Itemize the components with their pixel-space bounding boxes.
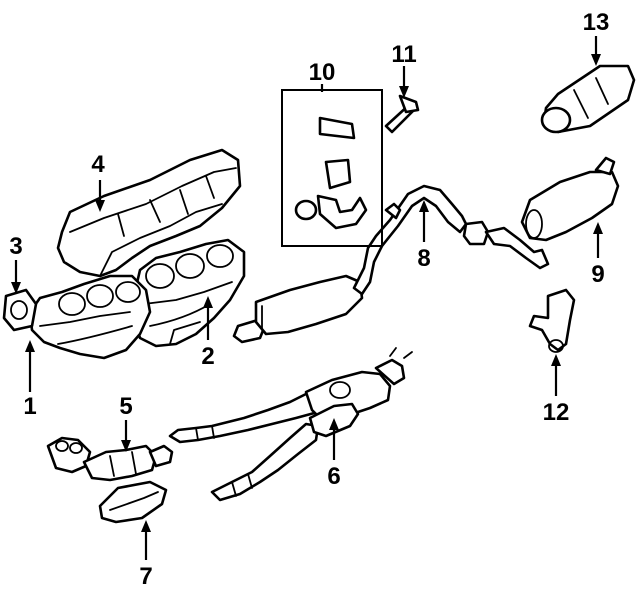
part-exhaust-tip bbox=[540, 64, 636, 134]
callout-1: 1 bbox=[23, 393, 36, 420]
callout-3: 3 bbox=[9, 233, 22, 260]
part-left-manifold bbox=[28, 274, 152, 360]
part-front-pipe bbox=[46, 436, 174, 482]
callout-8: 8 bbox=[417, 245, 430, 272]
callout-9: 9 bbox=[591, 261, 604, 288]
callout-7: 7 bbox=[139, 563, 152, 590]
part-right-manifold bbox=[132, 238, 246, 348]
part-heat-shield bbox=[56, 148, 242, 278]
part-gasket bbox=[2, 288, 38, 332]
part-hanger-kit bbox=[281, 89, 383, 247]
callout-12: 12 bbox=[543, 399, 570, 426]
callout-6: 6 bbox=[327, 463, 340, 490]
callout-5: 5 bbox=[119, 393, 132, 420]
part-rear-muffler bbox=[484, 156, 620, 270]
part-bolt bbox=[384, 94, 420, 134]
part-center-muffler bbox=[232, 184, 490, 344]
callout-10: 10 bbox=[309, 59, 336, 86]
part-heat-plate bbox=[98, 480, 168, 524]
callout-4: 4 bbox=[91, 151, 105, 178]
callout-11: 11 bbox=[391, 41, 416, 68]
callout-2: 2 bbox=[201, 343, 214, 370]
part-bracket bbox=[528, 288, 576, 353]
part-y-pipe bbox=[168, 347, 413, 502]
leader-lines bbox=[11, 36, 603, 560]
callout-13: 13 bbox=[583, 9, 610, 36]
callout-labels: 1 2 3 4 5 6 7 8 9 10 11 12 13 bbox=[9, 9, 609, 590]
